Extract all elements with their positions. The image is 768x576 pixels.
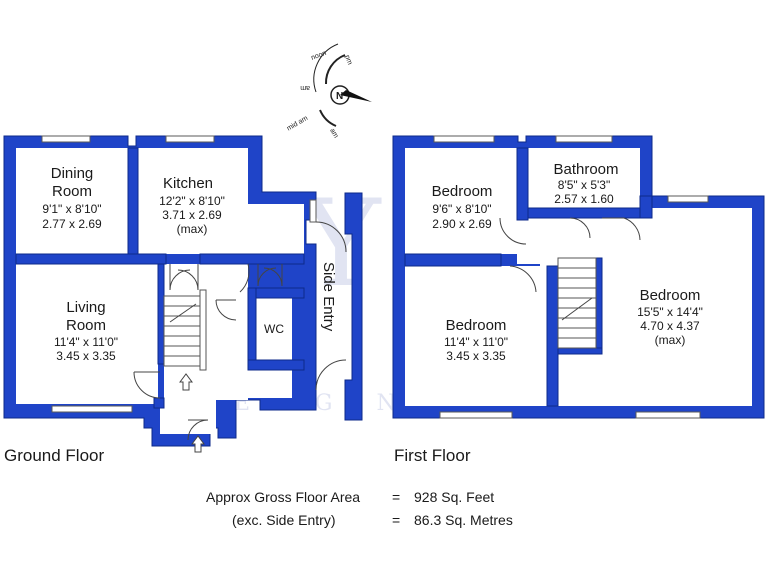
compass-label-am: am xyxy=(300,84,310,91)
bedroom3-metric: 4.70 x 4.37 xyxy=(640,319,700,333)
bedroom2-metric: 3.45 x 3.35 xyxy=(446,349,506,363)
first-floor-labels: Bedroom 9'6" x 8'10" 2.90 x 2.69 Bathroo… xyxy=(394,161,703,465)
compass-label-mid-am: mid am xyxy=(286,115,310,133)
bedroom1-imperial: 9'6" x 8'10" xyxy=(432,202,491,216)
living-room-metric: 3.45 x 3.35 xyxy=(56,349,116,363)
area-line2-value: 86.3 Sq. Metres xyxy=(414,512,513,528)
dining-room-name2: Room xyxy=(52,183,92,200)
compass-north-letter: N xyxy=(336,91,343,102)
ground-floor-title: Ground Floor xyxy=(4,446,104,465)
first-stairs xyxy=(557,257,597,349)
area-line1-label: Approx Gross Floor Area xyxy=(206,489,360,505)
ground-stairs xyxy=(163,289,207,371)
dining-room-imperial: 9'1" x 8'10" xyxy=(42,202,101,216)
kitchen-note: (max) xyxy=(177,222,208,236)
bedroom3-imperial: 15'5" x 14'4" xyxy=(637,305,703,319)
compass-label-am2: am xyxy=(328,128,339,140)
compass-label-noon: noon xyxy=(310,50,327,62)
wc-label: WC xyxy=(264,322,284,336)
first-floor-plan xyxy=(392,135,765,419)
first-floor-title: First Floor xyxy=(394,446,471,465)
kitchen-imperial: 12'2" x 8'10" xyxy=(159,194,225,208)
bedroom2-name: Bedroom xyxy=(446,317,507,334)
front-entry-arrow-icon xyxy=(191,435,205,453)
dining-room-name1: Dining xyxy=(51,165,94,182)
kitchen-metric: 3.71 x 2.69 xyxy=(162,208,222,222)
side-entry-label: Side Entry xyxy=(320,262,337,332)
ground-floor-plan xyxy=(3,135,363,453)
living-room-name1: Living xyxy=(66,299,105,316)
bathroom-imperial: 8'5" x 5'3" xyxy=(558,178,610,192)
area-summary: Approx Gross Floor Area = 928 Sq. Feet (… xyxy=(206,489,513,528)
compass-label-pm: pm xyxy=(343,54,353,66)
bedroom3-note: (max) xyxy=(655,333,686,347)
bedroom1-name: Bedroom xyxy=(432,183,493,200)
entry-arrow-icon xyxy=(179,373,193,391)
living-room-name2: Room xyxy=(66,317,106,334)
area-line2-eq: = xyxy=(392,512,400,528)
kitchen-name: Kitchen xyxy=(163,175,213,192)
living-room-imperial: 11'4" x 11'0" xyxy=(54,335,118,349)
area-line1-eq: = xyxy=(392,489,400,505)
bedroom3-name: Bedroom xyxy=(640,287,701,304)
bedroom1-metric: 2.90 x 2.69 xyxy=(432,217,492,231)
dining-room-metric: 2.77 x 2.69 xyxy=(42,217,102,231)
area-line1-value: 928 Sq. Feet xyxy=(414,489,494,505)
bathroom-name: Bathroom xyxy=(553,161,618,178)
area-line2-label: (exc. Side Entry) xyxy=(232,512,335,528)
ground-floor-labels: Dining Room 9'1" x 8'10" 2.77 x 2.69 Kit… xyxy=(4,165,337,465)
bedroom2-imperial: 11'4" x 11'0" xyxy=(444,335,508,349)
compass-icon: N noon pm am mid am am xyxy=(286,43,372,140)
bathroom-metric: 2.57 x 1.60 xyxy=(554,192,614,206)
